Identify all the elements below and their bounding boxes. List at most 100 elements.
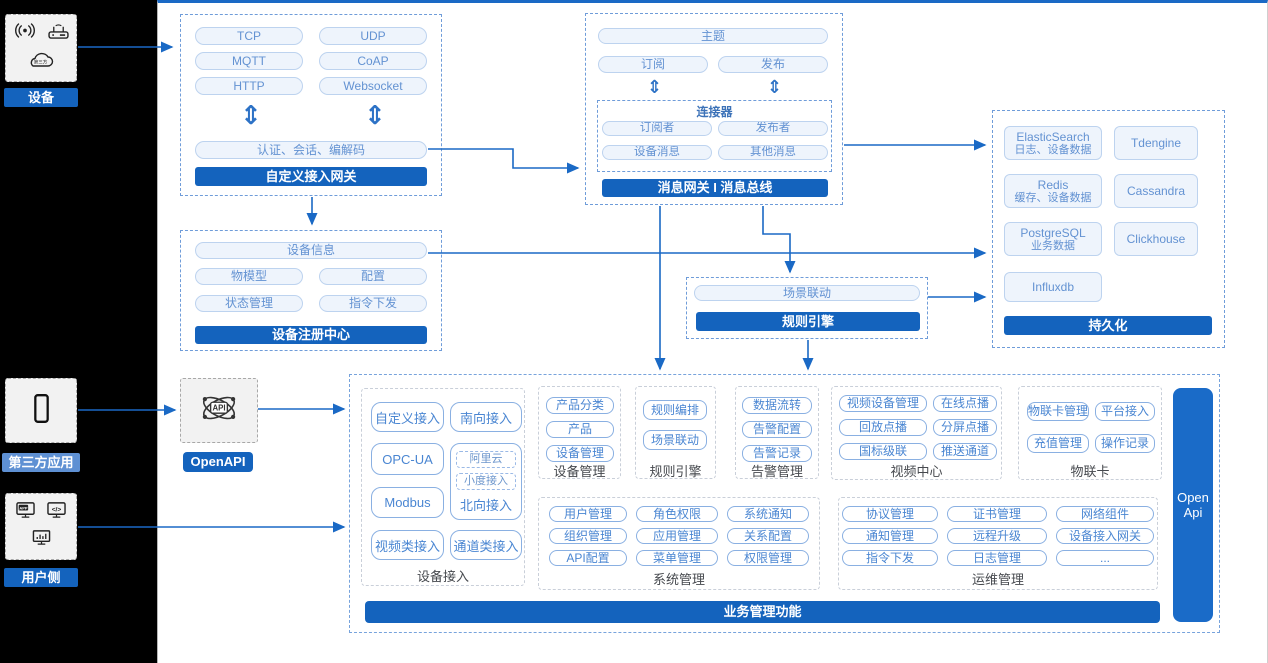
- app-icon: APP: [15, 501, 36, 524]
- updown-arrow-icon: ⇕: [240, 100, 262, 130]
- chip: UDP: [319, 27, 427, 45]
- chip-custom-access: 自定义接入: [371, 402, 444, 432]
- store-name: Influxdb: [1031, 280, 1075, 294]
- svg-text:API: API: [212, 404, 225, 413]
- chip: 数据流转: [742, 397, 812, 414]
- chip: 应用管理: [636, 528, 718, 544]
- chip: TCP: [195, 27, 303, 45]
- chip: Websocket: [319, 77, 427, 95]
- chip: 告警记录: [742, 445, 812, 462]
- registry-title-bar: 设备注册中心: [195, 326, 427, 344]
- svg-text:APP: APP: [19, 505, 28, 510]
- caption-device-access: 设备接入: [416, 569, 469, 584]
- chip-xiaodu: 小度接入: [456, 473, 516, 490]
- publish-chip: 发布: [718, 56, 828, 73]
- connector-box: [597, 100, 832, 172]
- store-postgresql: PostgreSQL 业务数据: [1004, 222, 1102, 256]
- store-name: PostgreSQL: [1020, 225, 1086, 240]
- chip: 产品: [546, 421, 614, 438]
- store-cassandra: Cassandra: [1114, 174, 1198, 208]
- persistence-title-bar: 持久化: [1004, 316, 1212, 335]
- caption-device-mgmt: 设备管理: [553, 464, 606, 479]
- svg-text:</>: </>: [52, 506, 62, 513]
- openapi-atom-icon: API: [196, 385, 242, 436]
- chip: 系统通知: [727, 506, 809, 522]
- topic-chip: 主题: [598, 28, 828, 44]
- chip-south-access: 南向接入: [450, 402, 522, 432]
- video-center-chips: 视频设备管理在线点播回放点播分屏点播国标级联推送通道: [839, 395, 997, 460]
- chip: 推送通道: [933, 443, 997, 460]
- rule-engine-chips: 规则编排场景联动: [643, 400, 707, 450]
- chip: 操作记录: [1095, 434, 1155, 453]
- alert-mgmt-chips: 数据流转告警配置告警记录: [742, 397, 812, 462]
- chip: 规则编排: [643, 400, 707, 420]
- chip: 证书管理: [947, 506, 1047, 522]
- caption-rule-engine: 规则引擎: [649, 464, 702, 479]
- ops-mgmt-chips: 协议管理证书管理网络组件通知管理远程升级设备接入网关指令下发日志管理...: [842, 506, 1154, 566]
- connector-chip-grid: 订阅者发布者设备消息其他消息: [602, 121, 828, 160]
- chip: CoAP: [319, 52, 427, 70]
- caption-iot-card: 物联卡: [1070, 464, 1110, 479]
- chip: 回放点播: [839, 419, 927, 436]
- chip-modbus: Modbus: [371, 487, 444, 518]
- chip: MQTT: [195, 52, 303, 70]
- chip-video-access: 视频类接入: [371, 530, 444, 560]
- store-redis: Redis 缓存、设备数据: [1004, 174, 1102, 208]
- section-iot-card: [1018, 386, 1162, 480]
- chip: 产品分类: [546, 397, 614, 414]
- chip: 组织管理: [549, 528, 627, 544]
- gateway-title-bar: 自定义接入网关: [195, 167, 427, 186]
- business-box: [349, 374, 1220, 633]
- store-name: ElasticSearch: [1016, 129, 1090, 144]
- updown-arrow-icon: ⇕: [364, 100, 386, 130]
- chip: 用户管理: [549, 506, 627, 522]
- caption-ops-mgmt: 运维管理: [971, 572, 1024, 587]
- device-rail-label: 设备: [4, 88, 78, 107]
- chip: 指令下发: [319, 295, 427, 312]
- updown-arrow-icon: ⇕: [767, 77, 783, 97]
- chip: 其他消息: [718, 145, 828, 160]
- router-icon: [47, 22, 70, 44]
- message-box: [585, 13, 843, 205]
- chip: ...: [1056, 550, 1154, 566]
- store-desc: 缓存、设备数据: [1014, 191, 1092, 204]
- chip: 视频设备管理: [839, 395, 927, 412]
- third-party-cloud-icon: 第三方: [25, 49, 57, 74]
- chip: 通知管理: [842, 528, 938, 544]
- chip: 物模型: [195, 268, 303, 285]
- chip: 物联卡管理: [1027, 402, 1089, 421]
- chip: 菜单管理: [636, 550, 718, 566]
- device-info-chip: 设备信息: [195, 242, 427, 259]
- chip: 充值管理: [1027, 434, 1089, 453]
- chip: 远程升级: [947, 528, 1047, 544]
- north-access-label: 北向接入: [459, 498, 512, 513]
- iot-card-chips: 物联卡管理平台接入充值管理操作记录: [1027, 402, 1155, 453]
- phone-icon: [32, 393, 51, 429]
- chip: 网络组件: [1056, 506, 1154, 522]
- chip: 国标级联: [839, 443, 927, 460]
- store-desc: 业务数据: [1031, 239, 1075, 252]
- message-title-bar: 消息网关 I 消息总线: [602, 179, 828, 197]
- chip: 设备管理: [546, 445, 614, 462]
- chip: 协议管理: [842, 506, 938, 522]
- business-title-bar: 业务管理功能: [365, 601, 1160, 623]
- chip: 状态管理: [195, 295, 303, 312]
- registry-chip-grid: 物模型配置状态管理指令下发: [195, 268, 427, 312]
- user-side-rail-label: 用户侧: [4, 568, 78, 587]
- store-desc: 日志、设备数据: [1014, 143, 1092, 156]
- openapi-icon-box: API: [180, 378, 258, 443]
- store-elasticsearch: ElasticSearch 日志、设备数据: [1004, 126, 1102, 160]
- chip: 场景联动: [643, 430, 707, 450]
- chip: 订阅者: [602, 121, 712, 136]
- rule-title-bar: 规则引擎: [696, 312, 920, 331]
- north-access-box: 阿里云 小度接入 北向接入: [450, 443, 522, 520]
- store-name: Tdengine: [1130, 136, 1182, 150]
- chip: 平台接入: [1095, 402, 1155, 421]
- chip: HTTP: [195, 77, 303, 95]
- connector-title: 连接器: [696, 105, 733, 119]
- caption-alert-mgmt: 告警管理: [750, 464, 803, 479]
- chip: 告警配置: [742, 421, 812, 438]
- store-influxdb: Influxdb: [1004, 272, 1102, 302]
- chip: 在线点播: [933, 395, 997, 412]
